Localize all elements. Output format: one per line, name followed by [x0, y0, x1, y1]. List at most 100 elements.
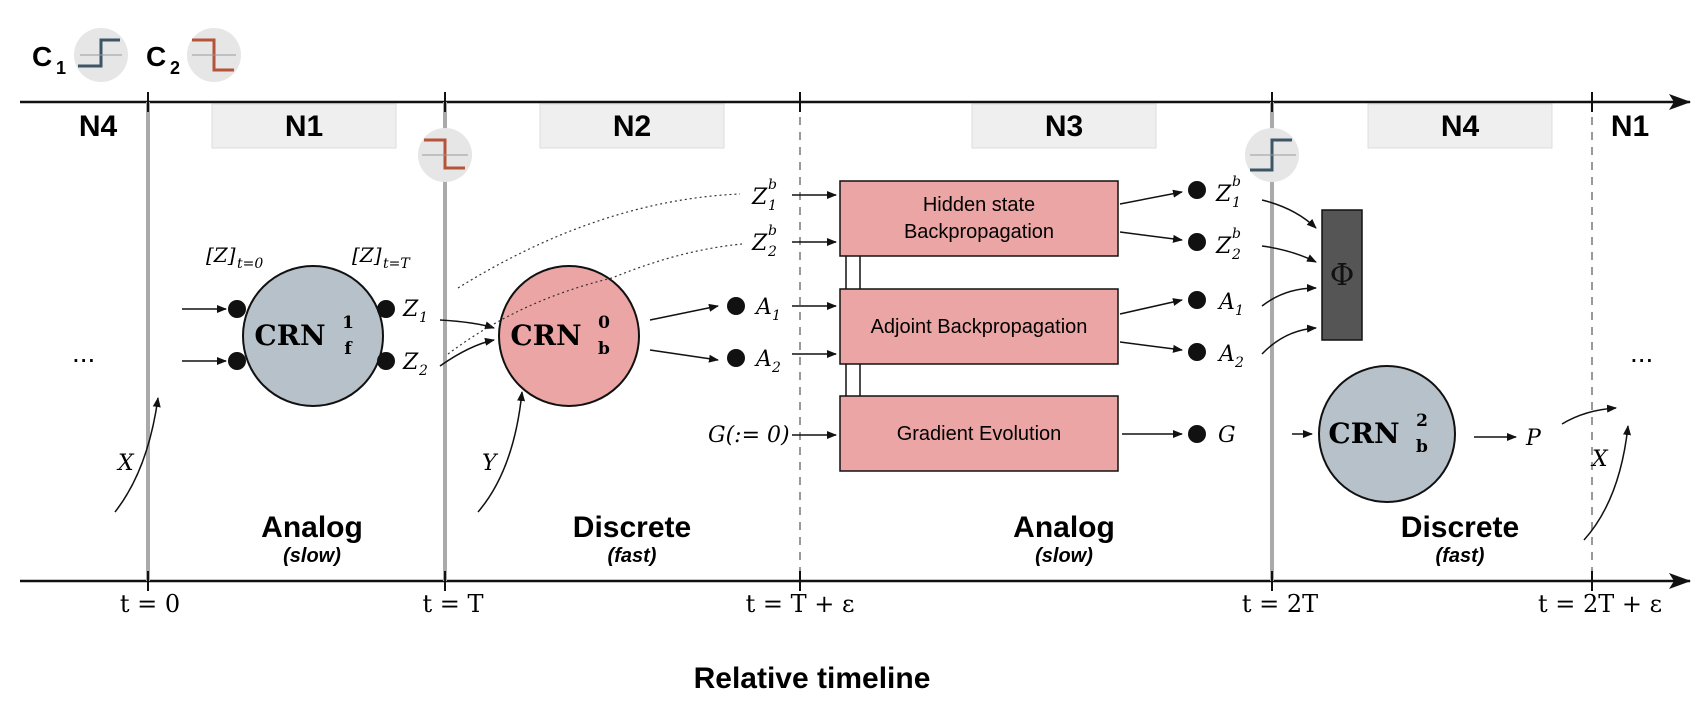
a1-dot-right	[1188, 291, 1206, 309]
segment-label-n4-left: N4	[79, 110, 118, 143]
a1-label-left: A 1	[754, 295, 781, 324]
x-label-left: X	[116, 451, 135, 476]
a2-out-arrow	[1119, 341, 1183, 353]
adjoint-box: Adjoint Backpropagation	[839, 288, 1119, 365]
segment-label-n4: N4	[1441, 110, 1480, 143]
legend: C 1 C 2	[32, 28, 241, 82]
x-label-right: X	[1590, 447, 1609, 472]
clock-fall-icon	[418, 128, 472, 182]
svg-text:t=T: t=T	[383, 256, 411, 272]
segment-labels: N4 N1 N2 N3 N4 N1	[79, 103, 1649, 149]
ellipsis-left: ...	[72, 337, 95, 368]
segment-box-n4	[1367, 103, 1553, 149]
svg-text:Z: Z	[402, 297, 419, 322]
a1-label-right: A 1	[1217, 290, 1244, 319]
phase-name-discrete-1: Discrete	[573, 511, 691, 544]
svg-text:0: 0	[598, 313, 610, 333]
svg-text:1: 1	[342, 313, 354, 333]
svg-text:b: b	[1416, 437, 1428, 457]
svg-text:b: b	[768, 177, 777, 193]
clock-fall-icon	[187, 28, 241, 82]
svg-text:2: 2	[771, 360, 781, 376]
z1-dot	[377, 300, 395, 318]
svg-text:CRN: CRN	[1328, 417, 1399, 450]
svg-text:2: 2	[1416, 411, 1428, 431]
time-tick-2: t = T + ε	[746, 590, 855, 618]
phi-block: Φ	[1321, 209, 1363, 341]
a2-dot-left	[727, 349, 745, 367]
svg-text:Adjoint Backpropagation: Adjoint Backpropagation	[871, 316, 1088, 338]
phase-name-analog-1: Analog	[261, 511, 363, 544]
hidden-state-box: Hidden state Backpropagation	[839, 180, 1119, 257]
x-input-right	[1583, 425, 1632, 541]
svg-text:1: 1	[419, 310, 428, 326]
time-tick-3: t = 2T	[1242, 590, 1318, 618]
p-out-arrow	[1561, 404, 1617, 425]
g-dot	[1188, 425, 1206, 443]
time-tick-1: t = T	[422, 590, 483, 618]
segment-label-n3: N3	[1045, 110, 1083, 143]
segment-label-n2: N2	[613, 110, 651, 143]
svg-text:2: 2	[1231, 247, 1241, 263]
svg-text:Gradient Evolution: Gradient Evolution	[897, 423, 1062, 445]
svg-text:CRN: CRN	[254, 319, 325, 352]
crn-b0-to-a2	[649, 349, 719, 363]
svg-text:1: 1	[772, 308, 781, 324]
a1-out-arrow	[1119, 298, 1183, 315]
segment-box-n1	[211, 103, 397, 149]
segment-label-n1-right: N1	[1611, 110, 1649, 143]
phase-speed-discrete-1: (fast)	[608, 545, 657, 567]
z2b-to-phi	[1261, 245, 1317, 263]
legend-c2-sub: 2	[170, 58, 180, 78]
clock-rise-icon	[74, 28, 128, 82]
clock-rise-icon	[1245, 128, 1299, 182]
z1b-out-arrow	[1119, 189, 1183, 205]
z2b-label-left: Z b 2	[751, 223, 777, 260]
time-tick-0: t = 0	[120, 590, 180, 618]
svg-text:[Z]: [Z]	[206, 243, 236, 267]
svg-text:Z: Z	[402, 350, 419, 375]
z2-dot	[377, 352, 395, 370]
legend-c1-letter: C	[32, 41, 52, 72]
phase-speed-analog-2: (slow)	[1035, 545, 1093, 567]
gradient-box: Gradient Evolution	[839, 395, 1119, 472]
x-input-left: X	[114, 397, 161, 513]
legend-c2-letter: C	[146, 41, 166, 72]
a1-dot-left	[727, 297, 745, 315]
svg-text:A: A	[1217, 342, 1235, 367]
svg-text:[Z]: [Z]	[352, 243, 382, 267]
svg-text:2: 2	[1234, 355, 1244, 371]
phase-speed-discrete-2: (fast)	[1436, 545, 1485, 567]
z2b-out-arrow	[1119, 231, 1183, 243]
svg-text:Z: Z	[1215, 234, 1232, 259]
ellipsis-right: ...	[1630, 337, 1653, 368]
svg-text:Z: Z	[751, 185, 768, 210]
a2-dot-right	[1188, 343, 1206, 361]
z2b-dot	[1188, 233, 1206, 251]
y-input: Y	[477, 391, 526, 513]
z-tT-label: [Z] t=T	[352, 243, 411, 272]
input-dot-1	[228, 300, 246, 318]
svg-text:Hidden state: Hidden state	[923, 194, 1035, 216]
phase-name-discrete-2: Discrete	[1401, 511, 1519, 544]
crn-f-node: CRN 1 f	[242, 265, 384, 407]
crn-b0-to-a1	[649, 303, 719, 321]
legend-c1-sub: 1	[56, 58, 66, 78]
svg-text:b: b	[1232, 174, 1241, 190]
svg-text:A: A	[754, 295, 772, 320]
svg-text:f: f	[344, 339, 353, 359]
z1b-dot	[1188, 181, 1206, 199]
svg-text:Backpropagation: Backpropagation	[904, 221, 1054, 243]
z2-dotted-link	[447, 243, 743, 355]
svg-text:A: A	[1217, 290, 1235, 315]
svg-text:Z: Z	[1215, 182, 1232, 207]
segment-label-n1: N1	[285, 110, 323, 143]
crn-b0-node: CRN 0 b	[498, 265, 640, 407]
time-tick-4: t = 2T + ε	[1538, 590, 1662, 618]
g-label-right: G	[1218, 423, 1236, 448]
svg-text:CRN: CRN	[510, 319, 581, 352]
svg-text:A: A	[754, 347, 772, 372]
phase-speed-analog-1: (slow)	[283, 545, 341, 567]
a1-to-phi	[1261, 284, 1317, 307]
